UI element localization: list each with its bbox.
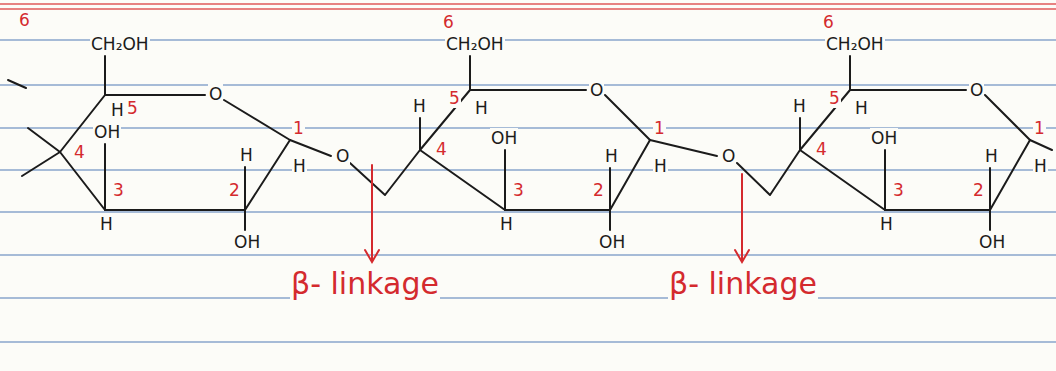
atom-label: CH₂OH — [90, 34, 150, 54]
atom-number: 5 — [448, 88, 461, 108]
atom-label: O — [208, 84, 223, 104]
atom-label: H — [412, 96, 427, 116]
linkage-label: β- linkage — [290, 266, 440, 302]
atom-label: H — [879, 214, 894, 234]
atom-label: O — [969, 80, 984, 100]
margin-lines — [0, 4, 1056, 9]
atom-number: 5 — [828, 88, 841, 108]
atom-label: H — [604, 146, 619, 166]
ring-bonds — [8, 56, 1052, 230]
atom-number: 3 — [892, 180, 905, 200]
atom-number: 4 — [815, 139, 828, 159]
atom-label: H — [239, 145, 254, 165]
atom-number: 1 — [1033, 118, 1046, 138]
atom-label: CH₂OH — [825, 34, 885, 54]
atom-label: O — [589, 80, 604, 100]
atom-label: OH — [598, 232, 626, 252]
atom-label: H — [792, 96, 807, 116]
atom-label: H — [292, 156, 307, 176]
atom-label: OH — [490, 128, 518, 148]
atom-label: H — [474, 98, 489, 118]
atom-number: 3 — [112, 180, 125, 200]
atom-label: H — [499, 214, 514, 234]
atom-number: 5 — [126, 98, 139, 118]
atom-label: OH — [870, 128, 898, 148]
atom-number: 1 — [653, 118, 666, 138]
atom-number: 4 — [73, 142, 86, 162]
atom-label: OH — [233, 232, 261, 252]
atom-label: OH — [978, 232, 1006, 252]
atom-number: 6 — [442, 12, 455, 32]
atom-label: H — [984, 146, 999, 166]
atom-label: H — [1033, 156, 1048, 176]
atom-label: H — [99, 214, 114, 234]
atom-number: 6 — [18, 10, 31, 30]
atom-number: 3 — [512, 180, 525, 200]
atom-number: 2 — [228, 180, 241, 200]
atom-label: O — [335, 146, 350, 166]
atom-label: CH₂OH — [445, 34, 505, 54]
atom-label: H — [653, 156, 668, 176]
atom-number: 6 — [822, 12, 835, 32]
atom-number: 2 — [972, 180, 985, 200]
atom-number: 1 — [292, 118, 305, 138]
atom-label: OH — [93, 122, 121, 142]
atom-number: 2 — [592, 180, 605, 200]
pointer-arrows — [365, 165, 749, 262]
atom-label: H — [110, 100, 125, 120]
atom-label: H — [854, 98, 869, 118]
atom-label: O — [721, 146, 736, 166]
ruled-lines — [0, 40, 1056, 342]
atom-number: 4 — [435, 139, 448, 159]
linkage-label: β- linkage — [668, 266, 818, 302]
